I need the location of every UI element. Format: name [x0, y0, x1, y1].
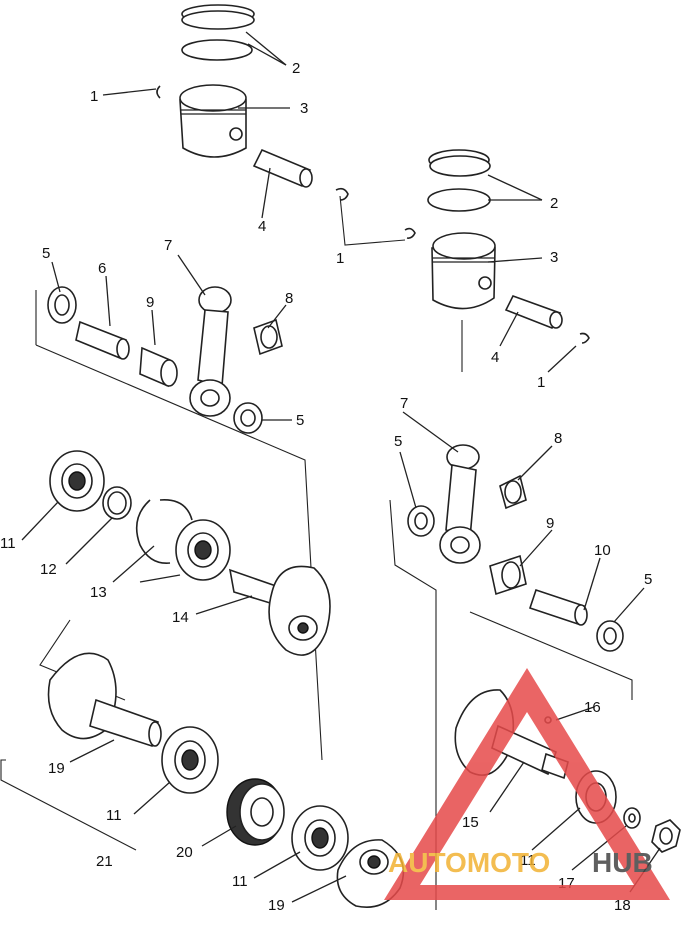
- callout-10: 10: [594, 542, 611, 559]
- right-thrust-washer-bottom: [596, 620, 624, 652]
- callout-19: 19: [268, 897, 285, 914]
- callout-1: 1: [336, 250, 344, 267]
- callout-19: 19: [48, 760, 65, 777]
- callout-7: 7: [400, 395, 408, 412]
- callout-14: 14: [172, 609, 189, 626]
- watermark-text-automoto: AUTOMOTO: [388, 847, 550, 878]
- callout-numbers: 1 1 1 2 2 3 3 4 4 5 5 5 5 6 7 7 8 8 9 9 …: [0, 60, 652, 914]
- snap-ring: [135, 499, 193, 564]
- callout-1: 1: [537, 374, 545, 391]
- callout-2: 2: [550, 195, 558, 212]
- callout-7: 7: [164, 237, 172, 254]
- left-connecting-rod: [189, 286, 232, 417]
- right-piston-rings: [427, 149, 491, 212]
- guide-line: [389, 499, 437, 910]
- left-crank-pin: [75, 320, 130, 360]
- right-needle-bearing-big: [489, 554, 527, 596]
- left-piston-pin: [252, 148, 313, 188]
- callout-3: 3: [550, 249, 558, 266]
- callout-11: 11: [0, 535, 16, 552]
- right-piston-pin: [504, 295, 563, 330]
- callout-16: 16: [584, 699, 601, 716]
- left-crankshaft-half: [228, 565, 331, 656]
- lower-crank-web: [336, 839, 405, 908]
- left-lower-circlip: [335, 187, 349, 201]
- callout-18: 18: [614, 897, 631, 914]
- callout-2: 2: [292, 60, 300, 77]
- callout-9: 9: [146, 294, 154, 311]
- callout-4: 4: [491, 349, 499, 366]
- callout-11: 11: [106, 807, 122, 824]
- nut: [651, 819, 681, 853]
- left-inner-bearing: [175, 519, 231, 581]
- lower-main-bearing-2: [291, 805, 349, 871]
- right-piston: [431, 232, 496, 310]
- washer: [623, 807, 641, 829]
- callout-8: 8: [285, 290, 293, 307]
- left-shim: [102, 486, 132, 520]
- lower-left-crankshaft: [47, 652, 162, 748]
- left-needle-bearing-small: [253, 318, 283, 356]
- right-needle-bearing-small: [499, 474, 527, 510]
- callout-12: 12: [40, 561, 57, 578]
- callout-8: 8: [554, 430, 562, 447]
- callout-21: 21: [96, 853, 113, 870]
- callout-20: 20: [176, 844, 193, 861]
- labyrinth-seal: [226, 778, 285, 846]
- right-lower-circlip: [579, 332, 590, 344]
- callout-5: 5: [394, 433, 402, 450]
- callout-11: 11: [520, 852, 536, 869]
- callout-13: 13: [90, 584, 107, 601]
- callout-9: 9: [546, 515, 554, 532]
- left-upper-circlip: [156, 85, 161, 99]
- callout-15: 15: [462, 814, 479, 831]
- right-upper-circlip: [404, 227, 416, 239]
- guide-line: [469, 611, 633, 700]
- lower-main-bearing-1: [161, 726, 219, 794]
- left-piston: [179, 84, 247, 158]
- watermark-triangle: [384, 668, 670, 900]
- callout-1: 1: [90, 88, 98, 105]
- right-connecting-rod: [439, 444, 481, 564]
- left-main-bearing: [49, 450, 105, 512]
- callout-3: 3: [300, 100, 308, 117]
- watermark-text-hub: HUB: [592, 847, 653, 878]
- callout-5: 5: [296, 412, 304, 429]
- callout-6: 6: [98, 260, 106, 277]
- automotohub-watermark: AUTOMOTO HUB: [384, 668, 670, 900]
- left-thrust-washer-top: [47, 286, 77, 324]
- callout-5: 5: [644, 571, 652, 588]
- callout-5: 5: [42, 245, 50, 262]
- right-crank-pin: [528, 588, 588, 626]
- left-thrust-washer-bottom: [233, 402, 263, 434]
- left-needle-bearing-big: [139, 346, 178, 388]
- guide-line: [35, 344, 323, 761]
- left-piston-rings: [181, 4, 255, 61]
- bracket-21: [0, 759, 137, 851]
- callout-4: 4: [258, 218, 266, 235]
- right-thrust-washer-top: [407, 505, 435, 537]
- guide-line: [339, 195, 406, 246]
- callout-11: 11: [232, 873, 248, 890]
